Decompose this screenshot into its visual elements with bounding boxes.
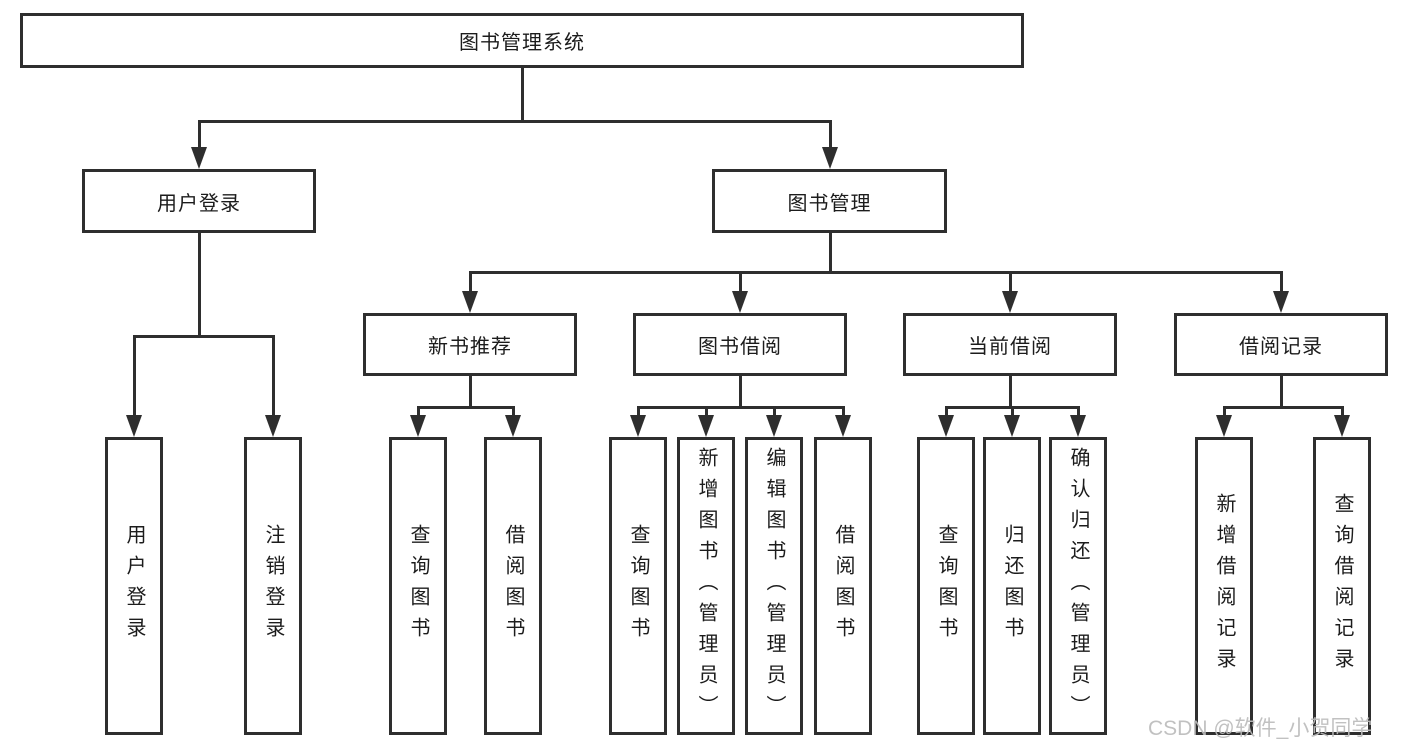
connector-line [468,271,472,293]
connector-line [738,271,742,293]
leaf-label: 借阅图书 [832,524,854,648]
arrow-down-icon [126,415,142,437]
connector-line [1222,406,1226,418]
leaf-logout: 注销登录 [244,437,302,735]
connector-line [197,233,201,335]
node-current-borrow: 当前借阅 [903,313,1117,376]
leaf-query-books-current: 查询图书 [917,437,975,735]
arrow-down-icon [835,415,851,437]
node-label: 借阅记录 [1239,336,1323,358]
leaf-return-books: 归还图书 [983,437,1041,735]
leaf-add-book-admin: 新增图书（管理员） [677,437,735,735]
arrow-down-icon [410,415,426,437]
connector-line [511,406,515,418]
node-label: 图书管理系统 [459,32,585,54]
connector-line [416,406,515,409]
node-library-system: 图书管理系统 [20,13,1024,68]
arrow-down-icon [1070,415,1086,437]
connector-line [1008,376,1012,406]
node-user-login: 用户登录 [82,169,316,233]
arrow-down-icon [822,147,838,169]
leaf-user-login: 用户登录 [105,437,163,735]
arrow-down-icon [1216,415,1232,437]
connector-line [132,335,136,420]
leaf-label: 编辑图书（管理员） [763,446,785,726]
node-new-book-recommend: 新书推荐 [363,313,577,376]
connector-line [132,335,275,338]
node-label: 图书借阅 [698,336,782,358]
arrow-down-icon [732,291,748,313]
leaf-label: 用户登录 [123,524,145,648]
node-book-management: 图书管理 [712,169,947,233]
leaf-query-books-borrow: 查询图书 [609,437,667,735]
leaf-query-books-recommend: 查询图书 [389,437,447,735]
arrow-down-icon [1004,415,1020,437]
connector-line [772,406,776,418]
connector-line [468,271,1283,274]
node-book-borrow: 图书借阅 [633,313,847,376]
leaf-label: 注销登录 [262,524,284,648]
arrow-down-icon [505,415,521,437]
arrow-down-icon [1334,415,1350,437]
leaf-label: 查询图书 [935,524,957,648]
connector-line [828,120,832,152]
connector-line [1279,376,1283,406]
connector-line [738,376,742,406]
connector-line [520,68,524,120]
leaf-label: 新增借阅记录 [1213,493,1235,679]
connector-line [704,406,708,418]
leaf-add-borrow-record: 新增借阅记录 [1195,437,1253,735]
connector-line [1010,406,1014,418]
leaf-label: 借阅图书 [502,524,524,648]
connector-line [416,406,420,418]
leaf-query-borrow-record: 查询借阅记录 [1313,437,1371,735]
leaf-borrow-books: 借阅图书 [814,437,872,735]
connector-line [1076,406,1080,418]
connector-line [1008,271,1012,293]
arrow-down-icon [698,415,714,437]
leaf-label: 新增图书（管理员） [695,446,717,726]
arrow-down-icon [265,415,281,437]
leaf-edit-book-admin: 编辑图书（管理员） [745,437,803,735]
leaf-borrow-books-recommend: 借阅图书 [484,437,542,735]
node-label: 当前借阅 [968,336,1052,358]
connector-line [197,120,832,123]
connector-line [271,335,275,420]
connector-line [1279,271,1283,293]
leaf-label: 查询图书 [627,524,649,648]
arrow-down-icon [462,291,478,313]
connector-line [1222,406,1344,409]
arrow-down-icon [191,147,207,169]
node-label: 用户登录 [157,192,241,215]
arrow-down-icon [766,415,782,437]
connector-line [841,406,845,418]
connector-line [828,233,832,271]
arrow-down-icon [630,415,646,437]
arrow-down-icon [938,415,954,437]
leaf-label: 归还图书 [1001,524,1023,648]
leaf-label: 确认归还（管理员） [1067,446,1089,726]
leaf-label: 查询图书 [407,524,429,648]
csdn-watermark: CSDN @软件_小贺同学 [1148,717,1373,740]
connector-line [636,406,640,418]
connector-line [1340,406,1344,418]
arrow-down-icon [1273,291,1289,313]
node-borrow-records: 借阅记录 [1174,313,1388,376]
leaf-confirm-return-admin: 确认归还（管理员） [1049,437,1107,735]
node-label: 新书推荐 [428,336,512,358]
arrow-down-icon [1002,291,1018,313]
connector-line [197,120,201,152]
connector-line [944,406,948,418]
connector-line [468,376,472,406]
node-label: 图书管理 [787,192,872,215]
leaf-label: 查询借阅记录 [1331,493,1353,679]
connector-line [636,406,845,409]
